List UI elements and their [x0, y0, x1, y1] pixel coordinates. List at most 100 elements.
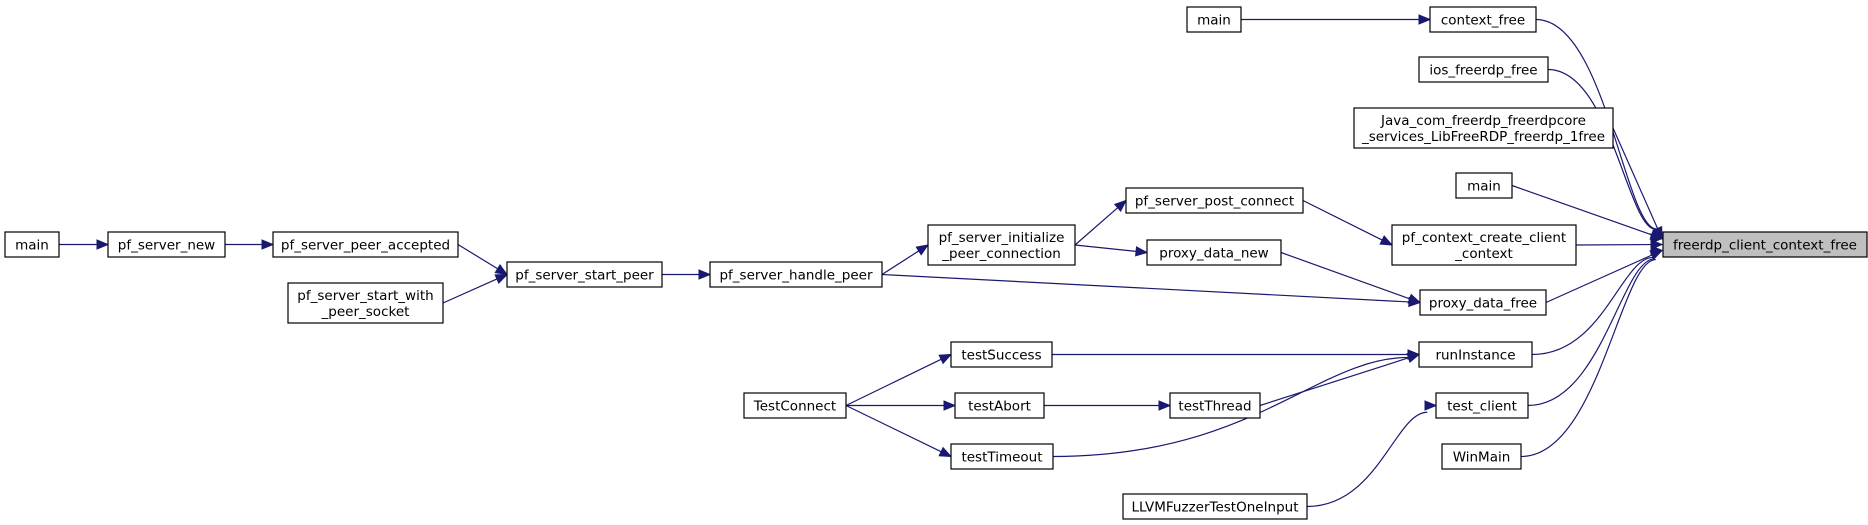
node-label: TestConnect [753, 399, 836, 415]
node-label: _context [1454, 246, 1513, 262]
node-box [4, 231, 60, 258]
node-main-direct[interactable]: main [1455, 172, 1513, 199]
node-pf-post-connect[interactable]: pf_server_post_connect [1125, 187, 1304, 214]
node-label: freerdp_client_context_free [1673, 238, 1857, 254]
edge-arrowhead [494, 264, 509, 276]
node-box [1122, 493, 1308, 520]
node-box [1419, 289, 1547, 316]
edge-arrowhead [1418, 14, 1432, 25]
node-box [1455, 172, 1513, 199]
node-main-ctx[interactable]: main [1186, 6, 1242, 33]
node-pf-start-with-sock[interactable]: pf_server_start_with_peer_socket [287, 282, 444, 324]
node-pf-ctx-create[interactable]: pf_context_create_client_context [1391, 224, 1577, 266]
node-testsuccess[interactable]: testSuccess [950, 341, 1053, 368]
edge-testconnect-to-testabort [846, 400, 957, 411]
node-proxy-data-free[interactable]: proxy_data_free [1419, 289, 1547, 316]
edge-line [1306, 411, 1428, 508]
edge-testsuccess-to-runinstance [1052, 349, 1421, 360]
node-box [927, 224, 1076, 266]
node-context-free[interactable]: context_free [1429, 6, 1537, 33]
edge-ios-free-to-target [1547, 68, 1664, 244]
node-label: testThread [1178, 399, 1251, 415]
node-main-pf[interactable]: main [4, 231, 60, 258]
node-pf-server-new[interactable]: pf_server_new [107, 231, 226, 258]
node-pf-peer-accepted[interactable]: pf_server_peer_accepted [272, 231, 459, 258]
edge-line [442, 278, 498, 304]
node-box [1169, 392, 1261, 419]
node-box [1429, 6, 1537, 33]
node-label: proxy_data_free [1429, 296, 1537, 312]
edge-arrowhead [1408, 296, 1422, 308]
edge-arrowhead [1379, 235, 1394, 246]
edge-pf-init-peer-to-proxy-data-new [1074, 244, 1149, 257]
node-label: testTimeout [961, 450, 1042, 466]
edge-arrowhead [494, 273, 509, 284]
node-label: context_free [1441, 13, 1525, 29]
edge-main-ctx-to-context-free [1241, 14, 1432, 25]
edge-line [1612, 127, 1659, 229]
edge-llvm-fuzzer-to-test-client [1306, 400, 1438, 508]
edge-line [1511, 184, 1652, 236]
node-box [1662, 231, 1868, 258]
edge-arrowhead [938, 353, 953, 365]
edge-pf-ctx-create-to-target [1575, 239, 1664, 250]
node-label: runInstance [1435, 348, 1515, 364]
edge-arrowhead [96, 239, 110, 250]
edge-arrowhead [1407, 349, 1421, 360]
edge-arrowhead [915, 244, 930, 256]
edge-java-free-to-target [1612, 127, 1663, 240]
node-box [743, 392, 847, 419]
edge-line [881, 273, 1410, 303]
node-box [1391, 224, 1577, 266]
node-proxy-data-new[interactable]: proxy_data_new [1146, 239, 1282, 266]
node-pf-start-peer[interactable]: pf_server_start_peer [506, 261, 663, 288]
edge-testtimeout-to-runinstance [1052, 349, 1421, 458]
edge-arrowhead [1135, 246, 1149, 257]
node-winmain[interactable]: WinMain [1441, 443, 1522, 470]
node-box [1435, 392, 1529, 419]
node-label: LLVMFuzzerTestOneInput [1131, 500, 1298, 516]
node-target[interactable]: freerdp_client_context_free [1662, 231, 1868, 258]
edge-arrowhead [1650, 245, 1664, 256]
node-testconnect[interactable]: TestConnect [743, 392, 847, 419]
node-label: WinMain [1453, 450, 1511, 466]
node-pf-handle-peer[interactable]: pf_server_handle_peer [709, 261, 883, 288]
node-testthread[interactable]: testThread [1169, 392, 1261, 419]
node-label: Java_com_freerdp_freerdpcore [1380, 113, 1586, 129]
node-llvm-fuzzer[interactable]: LLVMFuzzerTestOneInput [1122, 493, 1308, 520]
node-box [950, 443, 1054, 470]
edge-arrowhead [1158, 400, 1172, 411]
node-box [1125, 187, 1304, 214]
nodes-layer: freerdp_client_context_freecontext_freem… [4, 6, 1868, 520]
node-box [954, 392, 1045, 419]
edge-pf-start-with-sock-to-pf-start-peer [442, 273, 509, 304]
edge-testconnect-to-testsuccess [845, 353, 953, 407]
edge-main-direct-to-target [1511, 184, 1664, 240]
edge-arrowhead [1113, 199, 1127, 213]
node-testtimeout[interactable]: testTimeout [950, 443, 1054, 470]
edge-line [1527, 258, 1655, 407]
node-pf-init-peer[interactable]: pf_server_initialize_peer_connection [927, 224, 1076, 266]
edge-pf-peer-accepted-to-pf-start-peer [457, 243, 509, 276]
edge-arrowhead [938, 446, 953, 458]
node-box [287, 282, 444, 324]
node-runinstance[interactable]: runInstance [1418, 341, 1533, 368]
node-ios-free[interactable]: ios_freerdp_free [1418, 56, 1549, 83]
edge-pf-server-new-to-pf-peer-accepted [225, 239, 275, 250]
edge-arrowhead [698, 269, 712, 280]
edge-line [845, 358, 942, 407]
edge-arrowhead [1649, 229, 1664, 240]
node-box [950, 341, 1053, 368]
edge-pf-handle-peer-to-pf-init-peer [881, 244, 930, 276]
node-label: pf_server_start_with [297, 288, 433, 304]
edge-arrowhead [1424, 400, 1438, 411]
node-box [709, 261, 883, 288]
node-testabort[interactable]: testAbort [954, 392, 1045, 419]
edge-line [1302, 199, 1383, 241]
node-test-client[interactable]: test_client [1435, 392, 1529, 419]
edge-testabort-to-testthread [1044, 400, 1172, 411]
node-java-free[interactable]: Java_com_freerdp_freerdpcore_services_Li… [1353, 107, 1614, 149]
edge-arrowhead [943, 400, 957, 411]
edge-line [1520, 258, 1656, 458]
